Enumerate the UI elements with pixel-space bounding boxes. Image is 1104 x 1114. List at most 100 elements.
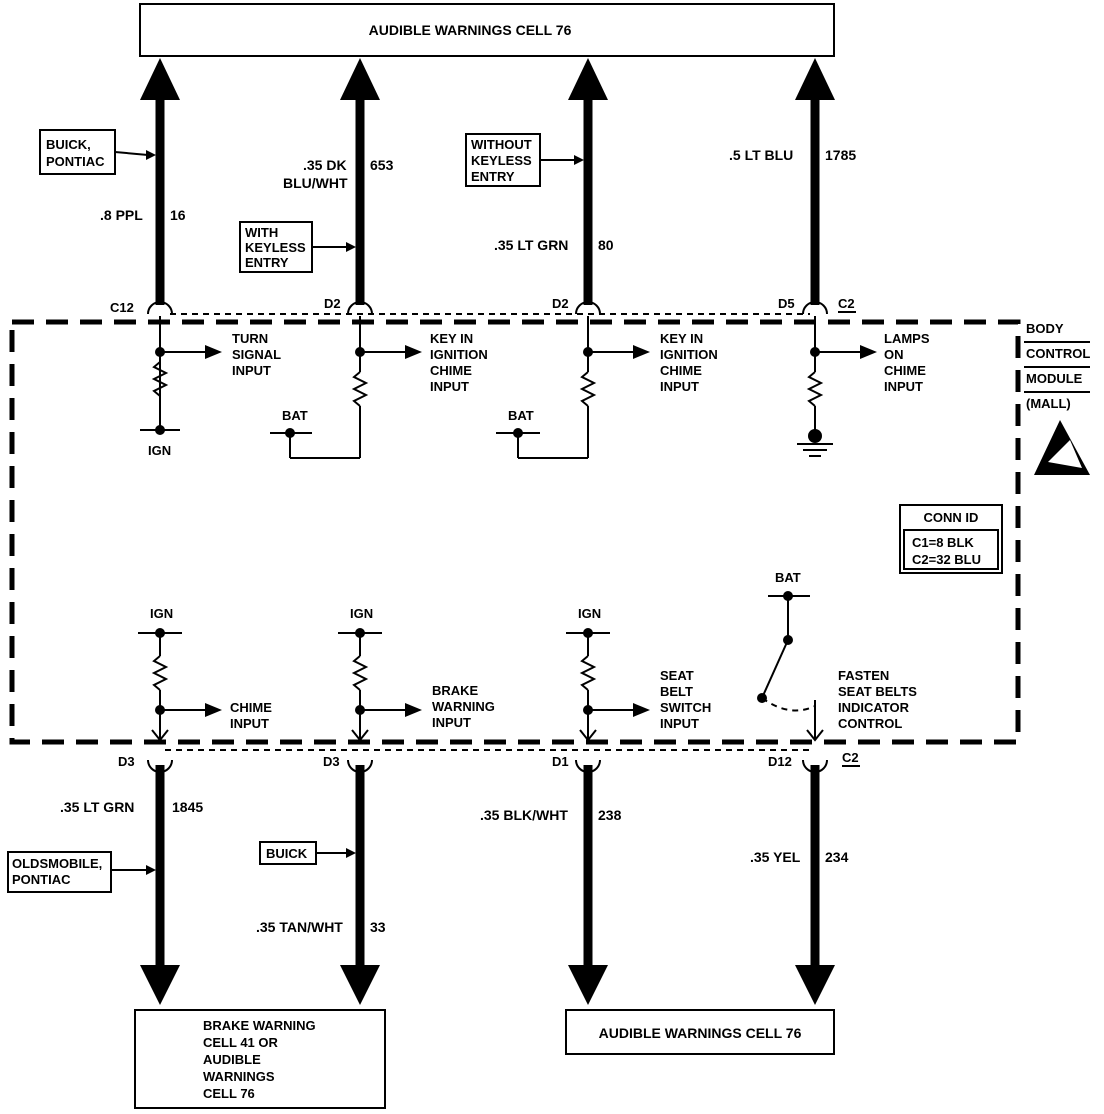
svg-text:INPUT: INPUT	[430, 379, 469, 394]
bottom-wire-2: IGN BRAKE WARNING INPUT D3 .35 TAN/WHT 3…	[256, 606, 495, 1005]
svg-text:KEY IN: KEY IN	[660, 331, 703, 346]
svg-text:D2: D2	[552, 296, 569, 311]
svg-text:INPUT: INPUT	[232, 363, 271, 378]
svg-text:BAT: BAT	[775, 570, 801, 585]
svg-text:BUICK,: BUICK,	[46, 137, 91, 152]
svg-text:CONTROL: CONTROL	[838, 716, 902, 731]
top-wire-3: BAT KEY IN IGNITION CHIME INPUT D2 .35 L…	[465, 58, 718, 459]
svg-text:CELL 76: CELL 76	[203, 1086, 255, 1101]
svg-text:CONTROL: CONTROL	[1026, 346, 1090, 361]
svg-text:IGNITION: IGNITION	[430, 347, 488, 362]
svg-text:BRAKE WARNING: BRAKE WARNING	[203, 1018, 316, 1033]
svg-text:80: 80	[598, 237, 614, 253]
bottom-wire-4: BAT FASTEN SEAT BELTS INDICATOR CONTROL …	[750, 570, 917, 1005]
svg-text:(MALL): (MALL)	[1026, 396, 1071, 411]
svg-text:238: 238	[598, 807, 622, 823]
svg-text:C2=32 BLU: C2=32 BLU	[912, 552, 981, 567]
svg-text:WARNINGS: WARNINGS	[203, 1069, 275, 1084]
svg-text:IGN: IGN	[350, 606, 373, 621]
svg-text:.5 LT BLU: .5 LT BLU	[729, 147, 793, 163]
svg-text:INDICATOR: INDICATOR	[838, 700, 910, 715]
svg-text:BELT: BELT	[660, 684, 693, 699]
svg-text:D1: D1	[552, 754, 569, 769]
svg-text:ON: ON	[884, 347, 904, 362]
svg-text:BUICK: BUICK	[266, 846, 308, 861]
svg-text:D3: D3	[323, 754, 340, 769]
top-wire-2: BAT KEY IN IGNITION CHIME INPUT D2 .35 D…	[239, 58, 488, 459]
svg-text:C12: C12	[110, 300, 134, 315]
bottom-right-destination-box: AUDIBLE WARNINGS CELL 76	[565, 1009, 835, 1055]
svg-text:BAT: BAT	[508, 408, 534, 423]
svg-text:INPUT: INPUT	[432, 715, 471, 730]
bottom-wire-3: IGN SEAT BELT SWITCH INPUT D1 .35 BLK/WH…	[480, 606, 711, 1005]
svg-text:.35 DK: .35 DK	[303, 157, 347, 173]
svg-text:16: 16	[170, 207, 186, 223]
svg-text:1785: 1785	[825, 147, 856, 163]
svg-text:ENTRY: ENTRY	[245, 255, 289, 270]
svg-text:.8 PPL: .8 PPL	[100, 207, 143, 223]
svg-text:C2: C2	[842, 750, 859, 765]
svg-text:CELL 41 OR: CELL 41 OR	[203, 1035, 279, 1050]
bottom-left-destination-box: BRAKE WARNING CELL 41 OR AUDIBLE WARNING…	[134, 1009, 386, 1109]
svg-text:.35 LT GRN: .35 LT GRN	[494, 237, 568, 253]
conn-id-box: CONN ID C1=8 BLK C2=32 BLU	[899, 504, 1003, 574]
svg-text:BODY: BODY	[1026, 321, 1064, 336]
svg-text:PONTIAC: PONTIAC	[12, 872, 71, 887]
svg-text:WITH: WITH	[245, 225, 278, 240]
top-destination-box: AUDIBLE WARNINGS CELL 76	[139, 3, 835, 57]
svg-text:33: 33	[370, 919, 386, 935]
svg-text:.35 LT GRN: .35 LT GRN	[60, 799, 134, 815]
svg-text:IGNITION: IGNITION	[660, 347, 718, 362]
svg-text:SEAT: SEAT	[660, 668, 694, 683]
svg-text:WITHOUT: WITHOUT	[471, 137, 532, 152]
svg-text:WARNING: WARNING	[432, 699, 495, 714]
svg-text:SWITCH: SWITCH	[660, 700, 711, 715]
top-wire-1: IGN TURN SIGNAL INPUT C12 .8 PPL 16 BUIC…	[39, 58, 281, 458]
svg-text:CHIME: CHIME	[884, 363, 926, 378]
svg-text:D3: D3	[118, 754, 135, 769]
svg-text:INPUT: INPUT	[660, 716, 699, 731]
esd-warning-icon	[1034, 420, 1090, 475]
svg-text:IGN: IGN	[578, 606, 601, 621]
bottom-wire-1: IGN CHIME INPUT D3 .35 LT GRN 1845 OLDSM…	[7, 606, 272, 1005]
svg-text:OLDSMOBILE,: OLDSMOBILE,	[12, 856, 102, 871]
svg-text:CHIME: CHIME	[660, 363, 702, 378]
svg-text:653: 653	[370, 157, 394, 173]
svg-text:IGN: IGN	[150, 606, 173, 621]
svg-text:D5: D5	[778, 296, 795, 311]
svg-text:D2: D2	[324, 296, 341, 311]
svg-text:INPUT: INPUT	[884, 379, 923, 394]
svg-text:KEYLESS: KEYLESS	[471, 153, 532, 168]
svg-text:CHIME: CHIME	[430, 363, 472, 378]
svg-text:SEAT BELTS: SEAT BELTS	[838, 684, 917, 699]
svg-text:BAT: BAT	[282, 408, 308, 423]
top-wire-4: LAMPS ON CHIME INPUT D5 C2 .5 LT BLU 178…	[729, 58, 930, 457]
svg-text:CHIME: CHIME	[230, 700, 272, 715]
svg-text:234: 234	[825, 849, 849, 865]
svg-text:INPUT: INPUT	[660, 379, 699, 394]
svg-text:TURN: TURN	[232, 331, 268, 346]
svg-text:CONN ID: CONN ID	[924, 510, 979, 525]
svg-text:D12: D12	[768, 754, 792, 769]
svg-text:IGN: IGN	[148, 443, 171, 458]
svg-text:LAMPS: LAMPS	[884, 331, 930, 346]
module-label: BODY CONTROL MODULE (MALL)	[1024, 321, 1090, 411]
svg-text:C1=8 BLK: C1=8 BLK	[912, 535, 974, 550]
svg-text:C2: C2	[838, 296, 855, 311]
svg-text:ENTRY: ENTRY	[471, 169, 515, 184]
svg-text:.35 BLK/WHT: .35 BLK/WHT	[480, 807, 568, 823]
svg-text:MODULE: MODULE	[1026, 371, 1083, 386]
svg-text:SIGNAL: SIGNAL	[232, 347, 281, 362]
svg-text:.35 YEL: .35 YEL	[750, 849, 801, 865]
svg-text:AUDIBLE WARNINGS CELL 76: AUDIBLE WARNINGS CELL 76	[599, 1025, 802, 1041]
svg-text:AUDIBLE WARNINGS CELL 76: AUDIBLE WARNINGS CELL 76	[369, 22, 572, 38]
svg-text:KEYLESS: KEYLESS	[245, 240, 306, 255]
svg-text:KEY IN: KEY IN	[430, 331, 473, 346]
svg-text:AUDIBLE: AUDIBLE	[203, 1052, 261, 1067]
svg-text:.35 TAN/WHT: .35 TAN/WHT	[256, 919, 343, 935]
svg-text:INPUT: INPUT	[230, 716, 269, 731]
svg-text:BLU/WHT: BLU/WHT	[283, 175, 348, 191]
svg-text:FASTEN: FASTEN	[838, 668, 889, 683]
svg-text:BRAKE: BRAKE	[432, 683, 479, 698]
